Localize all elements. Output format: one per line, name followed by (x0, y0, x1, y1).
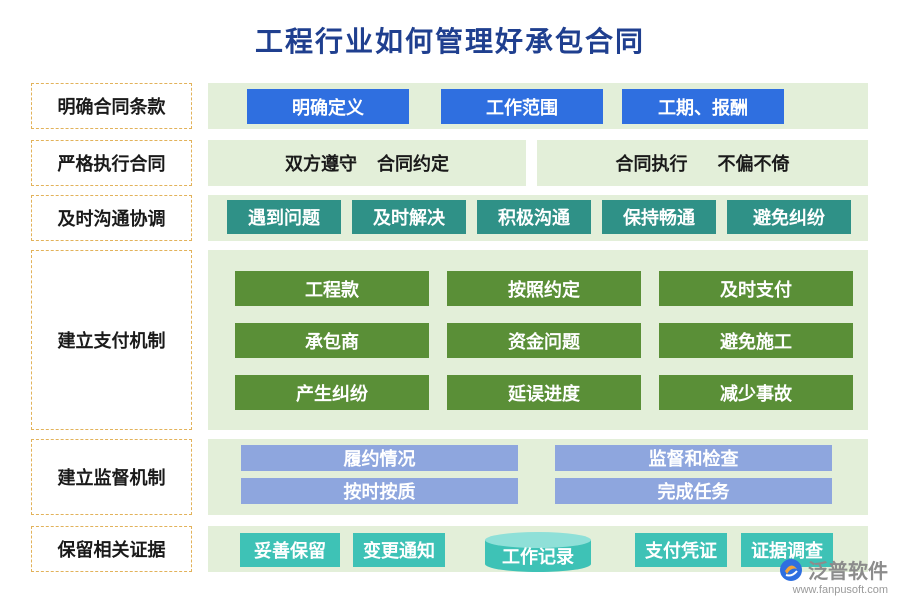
item-keep-smooth: 保持畅通 (602, 200, 716, 234)
row-label-supervision-mechanism: 建立监督机制 (31, 439, 192, 515)
brand-logo-row: 泛普软件 (778, 555, 888, 584)
item-schedule-pay: 工期、报酬 (622, 89, 784, 124)
item-contract-agreement: 合同约定 (377, 154, 449, 174)
item-contract-execution: 合同执行 (615, 154, 688, 174)
item-work-scope: 工作范围 (441, 89, 603, 124)
item-payment-voucher: 支付凭证 (635, 533, 727, 567)
row-label-communication: 及时沟通协调 (31, 195, 192, 241)
item-performance-status: 履约情况 (241, 445, 518, 471)
grid-cell-r3c3: 减少事故 (659, 375, 853, 410)
grid-cell-r1c2: 按照约定 (447, 271, 641, 306)
grid-cell-r3c1: 产生纠纷 (235, 375, 429, 410)
cylinder-top (485, 532, 591, 548)
row-label-payment-mechanism: 建立支付机制 (31, 250, 192, 430)
item-work-record: 工作记录 (485, 532, 591, 572)
item-both-comply: 双方遵守 (285, 154, 357, 174)
row-label-strict-execution: 严格执行合同 (31, 140, 192, 186)
item-active-communication: 积极沟通 (477, 200, 591, 234)
grid-cell-r1c3: 及时支付 (659, 271, 853, 306)
item-supervise-inspect: 监督和检查 (555, 445, 832, 471)
brand-mark-icon (780, 558, 802, 581)
item-impartial: 不偏不倚 (717, 154, 790, 174)
page-title: 工程行业如何管理好承包合同 (254, 26, 645, 57)
item-clear-definition: 明确定义 (247, 89, 409, 124)
item-on-time-quality: 按时按质 (241, 478, 518, 504)
grid-cell-r2c1: 承包商 (235, 323, 429, 358)
item-complete-task: 完成任务 (555, 478, 832, 504)
grid-cell-r1c1: 工程款 (235, 271, 429, 306)
item-left-block: 双方遵守 合同约定 (208, 140, 526, 186)
grid-cell-r2c2: 资金问题 (447, 323, 641, 358)
brand-logo: 泛普软件 www.fanpusoft.com (778, 555, 888, 596)
brand-url: www.fanpusoft.com (792, 584, 888, 596)
grid-cell-r3c2: 延误进度 (447, 375, 641, 410)
brand-name: 泛普软件 (808, 561, 888, 583)
item-proper-retention: 妥善保留 (240, 533, 340, 567)
item-right-block: 合同执行 不偏不倚 (537, 140, 868, 186)
grid-cell-r2c3: 避免施工 (659, 323, 853, 358)
item-change-notice: 变更通知 (353, 533, 445, 567)
item-meet-problem: 遇到问题 (227, 200, 341, 234)
item-avoid-dispute: 避免纠纷 (727, 200, 851, 234)
item-solve-timely: 及时解决 (352, 200, 466, 234)
item-work-record-label: 工作记录 (502, 547, 574, 567)
row-label-clarify-terms: 明确合同条款 (31, 83, 192, 129)
row-label-keep-evidence: 保留相关证据 (31, 526, 192, 572)
